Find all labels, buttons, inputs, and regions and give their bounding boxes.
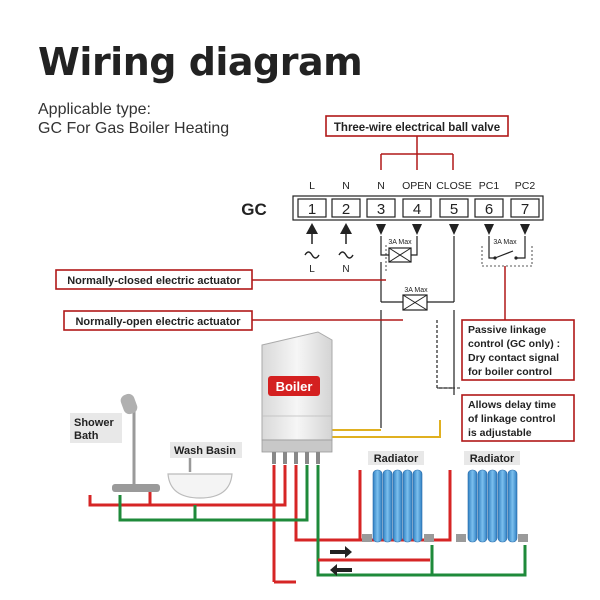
subtitle-line-2: GC For Gas Boiler Heating: [38, 120, 230, 137]
ball-valve-callout-text: Three-wire electrical ball valve: [334, 122, 500, 134]
arrow-up-icon: [340, 223, 352, 234]
terminal-label-5: CLOSE: [436, 180, 472, 192]
delay-time-callout: Allows delay time of linkage control is …: [437, 387, 575, 442]
no-relay: 3A Max: [380, 236, 455, 311]
pc-contact-rating: 3A Max: [493, 239, 517, 246]
terminal-label-3: N: [377, 180, 385, 192]
ac-wave-icon: [304, 251, 320, 259]
radiator-2: Radiator: [456, 451, 528, 543]
nc-relay: 3A Max: [380, 236, 418, 272]
shower-mixer-icon: [112, 484, 160, 492]
valve-icon: [362, 534, 372, 542]
arrow-left-icon: [330, 564, 352, 576]
ball-valve-bracket: [380, 136, 454, 170]
wash-basin-label: Wash Basin: [174, 445, 236, 457]
boiler: Boiler: [261, 331, 333, 464]
radiator-1: Radiator: [362, 451, 434, 543]
terminal-labels: L N N OPEN CLOSE PC1 PC2: [309, 180, 535, 192]
valve-icon: [456, 534, 466, 542]
arrow-down-icon: [412, 224, 422, 235]
no-relay-rating: 3A Max: [404, 287, 428, 294]
radiator-1-label: Radiator: [374, 453, 419, 465]
passive-linkage-line-3: Dry contact signal: [468, 352, 559, 364]
subtitle: Applicable type: GC For Gas Boiler Heati…: [38, 100, 229, 138]
delay-time-line-1: Allows delay time: [468, 399, 556, 411]
no-actuator-callout: Normally-open electric actuator: [63, 310, 403, 331]
shower: Shower Bath: [70, 393, 160, 492]
terminal-number-7: 7: [521, 201, 529, 218]
nc-actuator-callout: Normally-closed electric actuator: [55, 269, 386, 290]
ac-wave-icon: [338, 251, 354, 259]
shower-label-1: Shower: [74, 417, 114, 429]
terminal-label-4: OPEN: [402, 180, 432, 192]
supply-label-n: N: [342, 264, 349, 275]
arrow-down-icon: [376, 224, 386, 235]
basin-bowl-icon: [167, 473, 233, 499]
radiator-2-label: Radiator: [470, 453, 515, 465]
boiler-label: Boiler: [276, 379, 313, 394]
arrow-down-icon: [484, 224, 494, 235]
terminal-number-1: 1: [308, 201, 316, 218]
supply-n: N: [338, 223, 354, 275]
flow-arrows: [330, 546, 352, 576]
arrow-down-icon: [449, 224, 459, 235]
terminal-label-6: PC1: [479, 180, 500, 192]
valve-icon: [518, 534, 528, 542]
terminal-number-4: 4: [413, 201, 421, 218]
shower-head-icon: [120, 393, 138, 415]
model-label: GC: [241, 200, 267, 219]
shower-label-2: Bath: [74, 430, 99, 442]
terminal-number-6: 6: [485, 201, 493, 218]
terminal-label-7: PC2: [515, 180, 536, 192]
terminal-block: 1 2 3 4 5 6 7: [292, 195, 544, 221]
delay-time-line-2: of linkage control: [468, 413, 556, 425]
arrow-up-icon: [306, 223, 318, 234]
passive-linkage-callout: Passive linkage control (GC only) : Dry …: [461, 266, 575, 381]
subtitle-line-1: Applicable type:: [38, 101, 151, 118]
nc-actuator-text: Normally-closed electric actuator: [67, 275, 241, 287]
terminal-number-3: 3: [377, 201, 385, 218]
passive-linkage-line-2: control (GC only) :: [468, 338, 560, 350]
terminal-down-arrows: [376, 224, 530, 235]
arrow-right-icon: [330, 546, 352, 558]
pc-dry-contact: 3A Max: [481, 236, 533, 267]
delay-time-line-3: is adjustable: [468, 427, 532, 439]
boiler-badge: [268, 376, 320, 396]
wash-basin: Wash Basin: [167, 442, 242, 499]
terminal-label-2: N: [342, 180, 350, 192]
valve-icon: [424, 534, 434, 542]
no-actuator-text: Normally-open electric actuator: [75, 316, 241, 328]
page-title: Wiring diagram: [38, 40, 363, 84]
arrow-down-icon: [520, 224, 530, 235]
passive-linkage-line-4: for boiler control: [468, 366, 552, 378]
supply-l: L: [304, 223, 320, 275]
pipes: [88, 465, 527, 584]
passive-linkage-line-1: Passive linkage: [468, 324, 546, 336]
terminal-number-2: 2: [342, 201, 350, 218]
terminal-number-5: 5: [450, 201, 458, 218]
nc-relay-rating: 3A Max: [388, 239, 412, 246]
signal-wires: [330, 310, 455, 438]
supply-label-l: L: [309, 264, 315, 275]
terminal-label-1: L: [309, 180, 315, 192]
